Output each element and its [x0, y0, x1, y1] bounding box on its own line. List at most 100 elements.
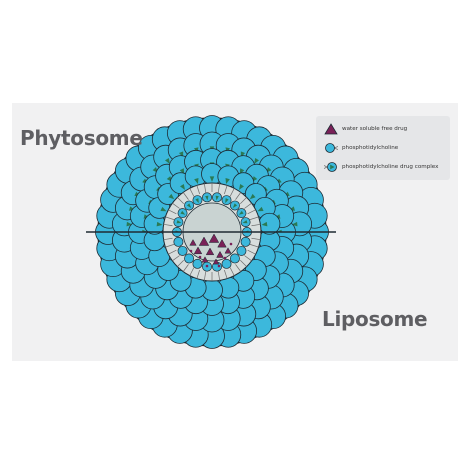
drug-complex-mark [205, 195, 209, 201]
inner-lipid-head [177, 245, 188, 256]
legend-item-free-drug: water soluble free drug [324, 122, 407, 136]
lipid-tail [165, 216, 175, 220]
liposome-title: Liposome [322, 307, 428, 331]
lipid-tail [177, 260, 184, 267]
free-drug-particle [217, 264, 221, 268]
inner-lipid-head [236, 245, 247, 256]
free-drug-triangle [193, 246, 203, 255]
drug-complex-mark [164, 157, 170, 164]
free-drug-triangle [212, 258, 220, 265]
aqueous-core [182, 202, 242, 232]
lipid-tail [196, 185, 200, 195]
free-drug-particle [229, 242, 233, 246]
drug-complex-mark [160, 206, 167, 212]
inner-lipid-head [229, 253, 240, 264]
triangle-drug-icon [324, 123, 338, 135]
legend-label: phosphotidylcholine drug complex [342, 164, 439, 170]
drug-complex-mark [209, 176, 215, 182]
free-drug-triangle [224, 247, 232, 254]
drug-complex-mark [239, 183, 244, 190]
lipid-tail [251, 237, 261, 241]
lipid-tail [172, 202, 180, 209]
legend-item-complex: phosphotidylcholine drug complex [324, 160, 438, 174]
lipid-tail [165, 244, 175, 248]
inner-lipid-head [221, 258, 232, 269]
lipid-tail [182, 264, 189, 272]
free-drug-particle [198, 255, 202, 259]
legend-label: water soluble free drug [342, 126, 408, 132]
drug-complex-mark [249, 193, 256, 200]
lipid-tail [217, 271, 221, 281]
free-drug-triangle [198, 236, 210, 246]
lipid-tail [235, 192, 242, 200]
free-drug-particle [223, 256, 227, 260]
phospholipid-drug-complex-icon [324, 162, 337, 172]
lipid-tail [189, 267, 195, 276]
drug-complex-mark [232, 203, 238, 208]
legend: water soluble free drug phosphotidylchol… [316, 116, 450, 180]
lipid-tail [168, 249, 177, 255]
lipid-tail [247, 209, 256, 215]
lipid-tail [182, 192, 189, 200]
lipid-tail [163, 237, 173, 241]
lipid-tail [251, 223, 261, 227]
lipid-tail [172, 255, 180, 262]
drug-complex-mark [257, 206, 264, 212]
lipid-tail [196, 269, 200, 279]
drug-complex-mark [180, 210, 186, 215]
free-drug-triangle [201, 256, 209, 263]
free-drug-triangle [208, 233, 220, 243]
lipid-tail [229, 188, 235, 197]
free-drug-particle [189, 249, 193, 253]
drug-complex-mark [194, 177, 199, 185]
drug-complex-mark [186, 203, 192, 208]
free-drug-triangle [217, 238, 227, 248]
drug-complex-mark [195, 198, 199, 204]
drug-complex-mark [156, 221, 163, 227]
phytosome-half [95, 115, 329, 232]
free-drug-particle [205, 264, 209, 268]
drug-complex-mark [180, 183, 185, 190]
lipid-tail [249, 216, 259, 220]
liposome-half [95, 232, 329, 349]
inner-lipid-head [184, 253, 195, 264]
legend-item-phospholipid: phosphotidylcholine [324, 141, 398, 155]
inner-lipid-head [242, 232, 252, 237]
drug-complex-mark [215, 195, 219, 201]
lipid-tail [224, 185, 228, 195]
lipid-tail [229, 267, 235, 276]
lipid-tail [168, 209, 177, 215]
lipid-tail [163, 223, 173, 227]
lipid-tail [203, 271, 207, 281]
phospholipid-icon [325, 143, 338, 153]
drug-complex-mark [126, 221, 133, 227]
phytosome-title: Phytosome [20, 126, 143, 150]
inner-lipid-head [173, 236, 184, 247]
inner-lipid-head [240, 236, 251, 247]
lipid-tail [224, 269, 228, 279]
drug-complex-mark [225, 198, 229, 204]
free-drug-triangle [216, 250, 224, 258]
inner-lipid-head [172, 232, 182, 237]
drug-complex-mark [168, 193, 175, 200]
lipid-tail [217, 183, 221, 193]
lipid-head [258, 212, 281, 232]
drug-complex-mark [291, 221, 298, 227]
lipid-tail [203, 183, 207, 193]
lipid-tail [189, 188, 195, 197]
inner-lipid-head [192, 258, 203, 269]
legend-label: phosphotidylcholine [342, 145, 399, 151]
free-drug-triangle [189, 239, 197, 246]
lipid-tail [247, 249, 256, 255]
drug-complex-mark [238, 210, 244, 215]
lipid-tail [249, 244, 259, 248]
lipid-tail [235, 264, 242, 272]
lipid-tail [177, 197, 184, 204]
lipid-tail [240, 197, 247, 204]
drug-complex-mark [254, 157, 260, 164]
free-drug-triangle [205, 247, 215, 256]
drug-complex-mark [225, 177, 230, 185]
drug-complex-mark [176, 220, 182, 224]
